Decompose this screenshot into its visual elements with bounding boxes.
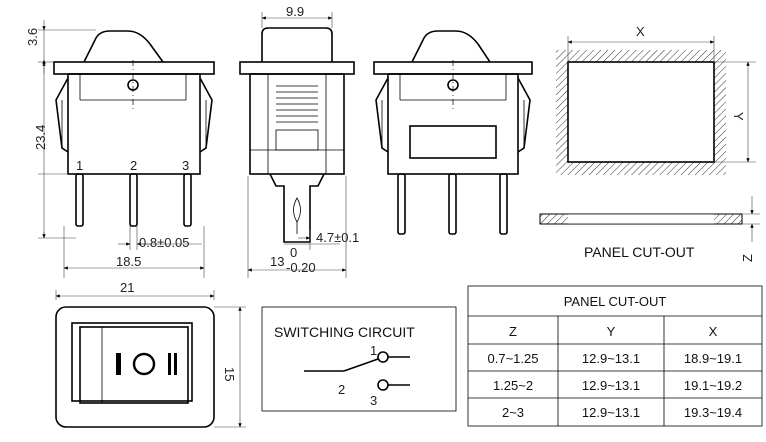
dim-y: Y bbox=[731, 112, 746, 121]
table-cell: 0.7~1.25 bbox=[488, 351, 539, 366]
dim-18-5: 18.5 bbox=[116, 254, 141, 269]
double-bar-icon bbox=[174, 353, 177, 375]
dim-21: 21 bbox=[120, 280, 134, 295]
dim-13-sub: -0.20 bbox=[286, 260, 316, 275]
side-view-back bbox=[373, 30, 533, 235]
dim-0-8: 0.8±0.05 bbox=[139, 235, 190, 250]
pin-label-2: 2 bbox=[130, 158, 137, 173]
cutout-table: PANEL CUT-OUT Z Y X 0.7~1.25 12.9~13.1 1… bbox=[467, 285, 763, 427]
table-cell: 19.1~19.2 bbox=[684, 378, 742, 393]
table-cell: 12.9~13.1 bbox=[582, 405, 640, 420]
front-view: 21 15 bbox=[55, 280, 246, 428]
dim-23-4: 23.4 bbox=[33, 125, 48, 150]
table-cell: 12.9~13.1 bbox=[582, 378, 640, 393]
circuit-node-2: 2 bbox=[338, 382, 345, 397]
circuit-node-3: 3 bbox=[370, 393, 377, 408]
dim-15: 15 bbox=[222, 367, 237, 381]
circuit-node-1: 1 bbox=[370, 343, 377, 358]
table-cell: 18.9~19.1 bbox=[684, 351, 742, 366]
back-window bbox=[409, 125, 497, 159]
pin-label-3: 3 bbox=[182, 158, 189, 173]
table-title: PANEL CUT-OUT bbox=[564, 294, 667, 309]
dim-9-9: 9.9 bbox=[286, 4, 304, 19]
side-view-end: 9.9 4.7±0.1 13 0 -0.20 bbox=[239, 4, 359, 278]
switching-circuit-title: SWITCHING CIRCUIT bbox=[274, 324, 415, 340]
table-header-y: Y bbox=[607, 324, 616, 339]
dim-z: Z bbox=[740, 254, 755, 262]
rib-lines bbox=[276, 85, 318, 123]
table-cell: 12.9~13.1 bbox=[582, 351, 640, 366]
table-cell: 1.25~2 bbox=[493, 378, 533, 393]
side-view-front: 3.6 23.4 1 2 3 0.8±0.05 18.5 bbox=[25, 20, 215, 278]
panel-cutout-view: X Y Z PANEL CUT-OUT bbox=[539, 24, 760, 262]
table-cell: 2~3 bbox=[502, 405, 524, 420]
dim-4-7: 4.7±0.1 bbox=[316, 230, 359, 245]
off-mark-icon bbox=[116, 353, 121, 375]
dim-13: 13 bbox=[270, 254, 284, 269]
table-cell: 19.3~19.4 bbox=[684, 405, 742, 420]
dim-13-sup: 0 bbox=[290, 245, 297, 260]
pin-label-1: 1 bbox=[76, 158, 83, 173]
dim-3-6: 3.6 bbox=[25, 28, 40, 46]
switching-circuit: SWITCHING CIRCUIT 1 2 3 bbox=[261, 306, 457, 412]
panel-cutout-label: PANEL CUT-OUT bbox=[584, 244, 695, 260]
table-header-x: X bbox=[709, 324, 718, 339]
dim-x: X bbox=[636, 24, 645, 39]
on-mark-icon bbox=[132, 352, 156, 376]
table-header-z: Z bbox=[509, 324, 517, 339]
